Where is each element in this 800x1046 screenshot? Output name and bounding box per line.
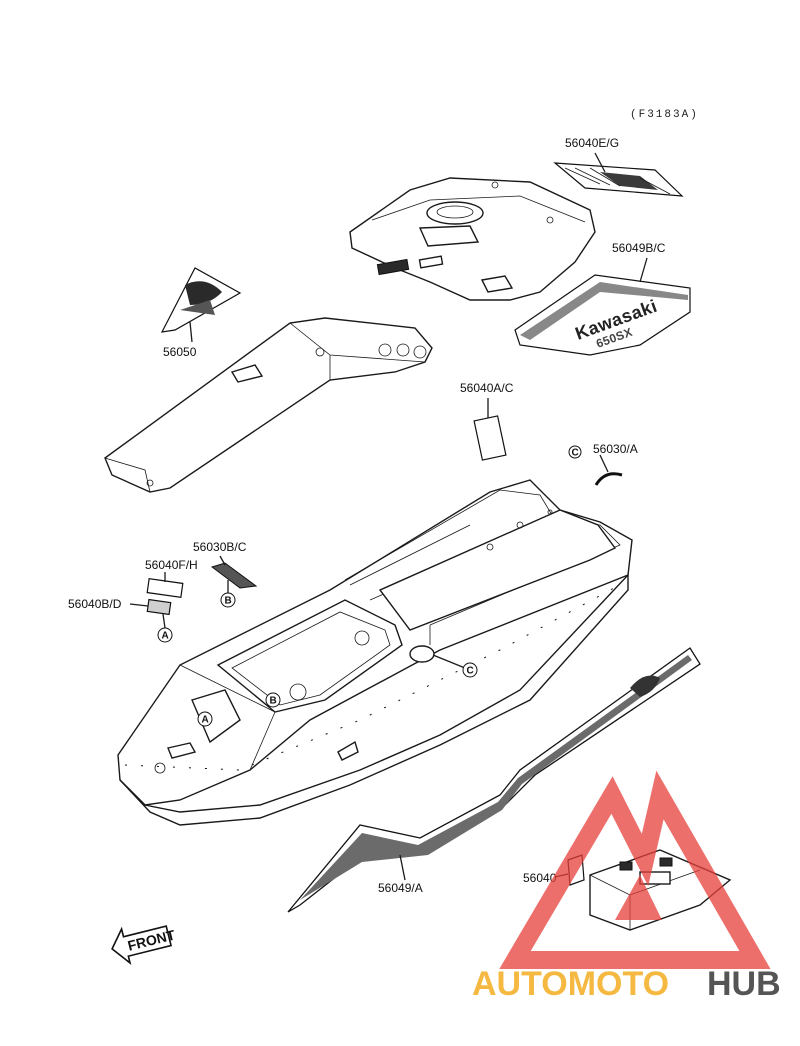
svg-text:B: B [225,596,232,607]
label-56040eg: 56040E/G [565,136,619,150]
decal-56040bd [146,598,172,616]
ref-marker-b-left: B [220,592,236,608]
front-arrow: FRONT [111,925,177,966]
label-56049a: 56049/A [378,881,423,895]
decal-56050 [160,267,242,333]
watermark-text-auto: AUTOMOTO [472,965,669,1003]
svg-text:A: A [162,631,169,642]
label-56030bc: 56030B/C [193,540,247,554]
svg-text:B: B [270,696,277,707]
label-56040: 56040 [523,871,557,885]
decal-56040ac [473,415,507,461]
handle-pole [104,317,433,493]
ref-marker-a-left: A [157,627,173,643]
ref-marker-c-top: C [568,445,582,459]
label-56040ac: 56040A/C [460,381,514,395]
ref-marker-c-hull: C [462,662,478,678]
decal-56049bc: Kawasaki 650SX [514,274,691,356]
label-56040fh: 56040F/H [145,558,198,572]
watermark-text-hub: HUB [707,965,781,1003]
label-56030a: 56030/A [593,442,638,456]
decal-56040fh [146,578,184,598]
engine-hood [349,177,596,301]
decal-56030bc [210,562,258,589]
watermark-logo [499,770,771,969]
hull [117,479,633,826]
svg-text:A: A [202,715,209,726]
ref-marker-a-hull: A [197,711,213,727]
decal-56049a [287,647,701,913]
trim-56030a [594,472,623,486]
ref-marker-b-hull: B [265,692,281,708]
label-56050: 56050 [163,345,197,359]
svg-text:C: C [572,448,579,459]
label-56040bd: 56040B/D [68,597,122,611]
svg-text:C: C [467,666,474,677]
figure-code: (F3183A) [630,109,699,121]
label-56049bc: 56049B/C [612,241,666,255]
decal-56040eg [553,162,684,197]
